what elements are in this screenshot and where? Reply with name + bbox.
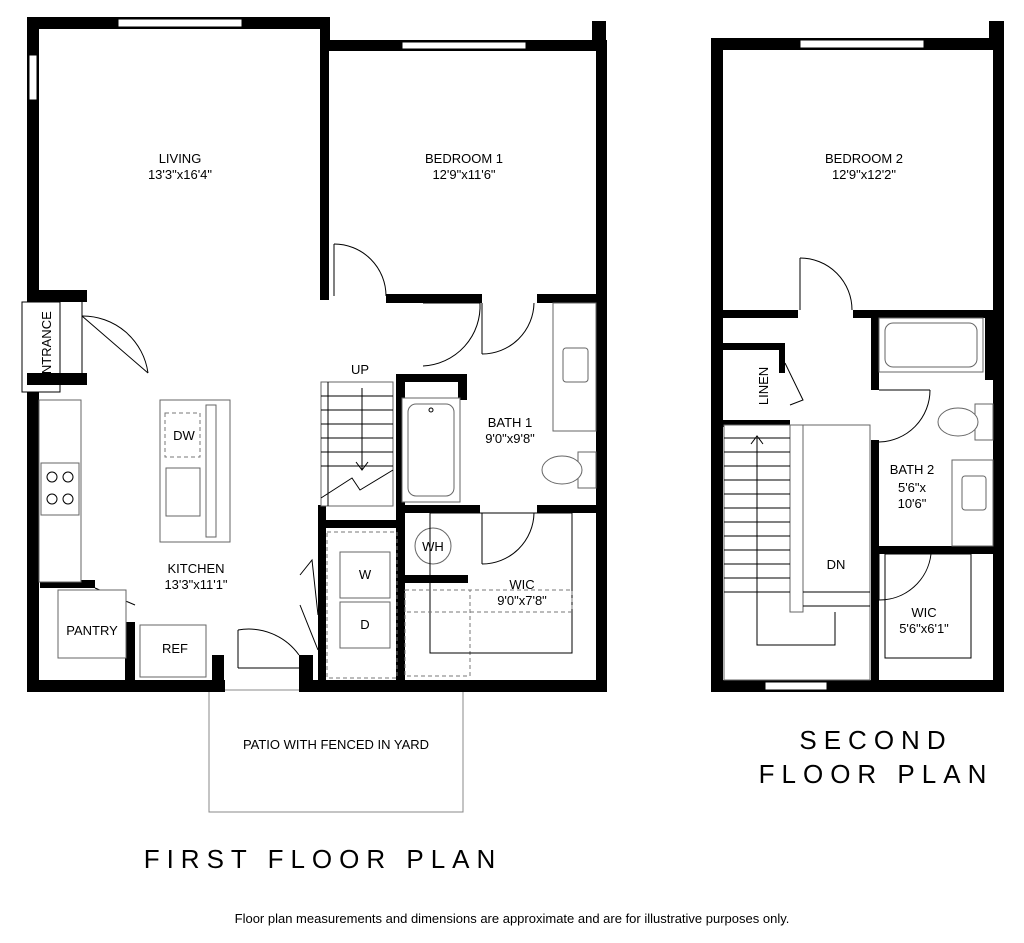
water-heater — [414, 527, 452, 565]
bedroom2-window — [799, 39, 925, 49]
bath1-dims: 9'0"x9'8" — [485, 431, 535, 446]
bedroom2-dims: 12'9"x12'2" — [832, 167, 896, 182]
washer — [339, 551, 391, 599]
living-name: LIVING — [159, 151, 202, 166]
second-floor-labels: BEDROOM 2 12'9"x12'2" LINEN BATH 2 5'6"x… — [756, 151, 994, 789]
second-floor-interior-walls — [723, 310, 998, 688]
island-sink — [165, 467, 201, 517]
kitchen-name: KITCHEN — [167, 561, 224, 576]
entrance-label: ENTRANCE — [39, 311, 54, 383]
linen-label: LINEN — [756, 367, 771, 405]
dryer-label: D — [360, 617, 369, 632]
dishwasher-label: DW — [173, 428, 195, 443]
bath1-name: BATH 1 — [488, 415, 533, 430]
second-floor-stairs — [723, 424, 871, 681]
dishwasher-outline — [164, 412, 201, 458]
second-floor-plan — [711, 21, 1004, 692]
bedroom1-dims: 12'9"x11'6" — [432, 167, 495, 182]
water-heater-label: WH — [422, 539, 444, 554]
bath2-dims-line2: 10'6" — [898, 496, 927, 511]
wic1-dims: 9'0"x7'8" — [497, 593, 547, 608]
second-floor-title-line1: SECOND — [799, 725, 952, 755]
bedroom1-window — [401, 41, 527, 50]
patio-outline — [208, 689, 464, 813]
stairs-up-label: UP — [351, 362, 369, 377]
pantry-shelves — [57, 589, 127, 659]
living-window — [117, 18, 243, 28]
refrigerator-label: REF — [162, 641, 188, 656]
patio-label: PATIO WITH FENCED IN YARD — [243, 737, 429, 752]
first-floor-labels: LIVING 13'3"x16'4" BEDROOM 1 12'9"x11'6"… — [39, 151, 547, 874]
wic1-name: WIC — [509, 577, 534, 592]
bath2-name: BATH 2 — [890, 462, 935, 477]
wic2-name: WIC — [911, 605, 936, 620]
living-side-window — [28, 54, 38, 101]
laundry-area — [326, 531, 398, 679]
stairs-down-label: DN — [827, 557, 846, 572]
wic2-dims: 5'6"x6'1" — [899, 621, 949, 636]
vanity-1 — [552, 302, 597, 432]
refrigerator — [139, 624, 207, 678]
second-floor-stair-window — [764, 681, 828, 691]
first-floor-interior-walls — [40, 47, 604, 685]
dryer — [339, 601, 391, 649]
pantry-label: PANTRY — [66, 623, 118, 638]
bath2-dims-line1: 5'6"x — [898, 480, 927, 495]
stove — [40, 462, 80, 516]
first-floor-title: FIRST FLOOR PLAN — [144, 844, 503, 874]
living-dims: 13'3"x16'4" — [148, 167, 212, 182]
first-floor-stairs — [320, 381, 394, 507]
disclaimer-text: Floor plan measurements and dimensions a… — [235, 911, 790, 926]
bedroom1-name: BEDROOM 1 — [425, 151, 503, 166]
second-floor-title-line2: FLOOR PLAN — [759, 759, 994, 789]
washer-label: W — [359, 567, 372, 582]
kitchen-dims: 13'3"x11'1" — [164, 577, 227, 592]
first-floor-plan — [21, 17, 607, 813]
bedroom2-name: BEDROOM 2 — [825, 151, 903, 166]
